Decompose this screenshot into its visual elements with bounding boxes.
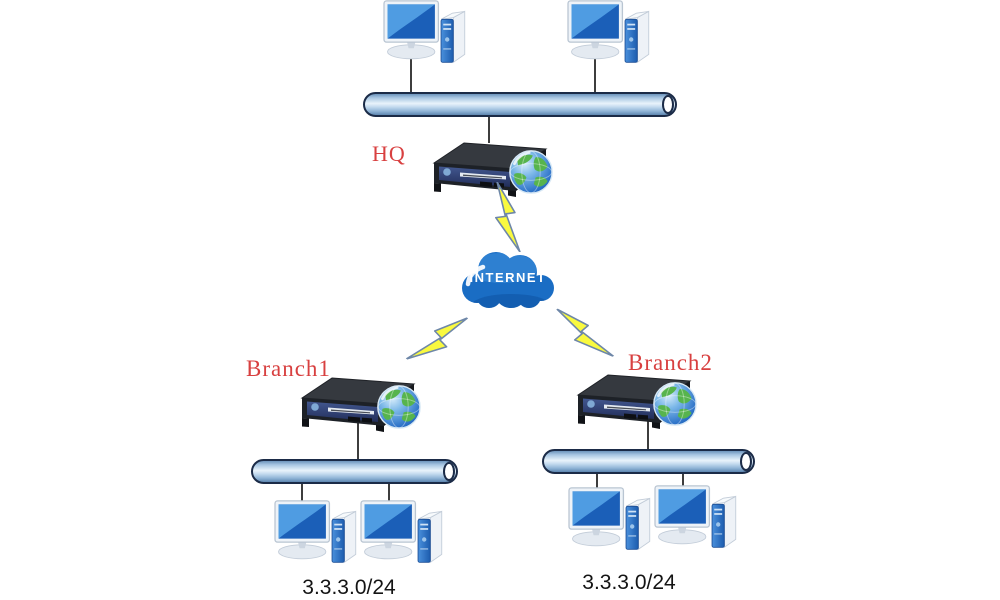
wire-branch1-bus-pc1 [301,482,303,503]
branch1-router [298,374,433,436]
hq-pc-2 [567,0,655,79]
branch1-lan-bus [251,459,458,484]
desktop-computer-icon [274,500,362,579]
branch1-subnet-label: 3.3.3.0/24 [302,576,396,599]
bus-end-cap-icon [443,462,455,481]
branch1-pc-2 [360,500,448,579]
lightning-bolt-icon [486,182,526,252]
branch2-router [574,371,709,433]
lightning-bolt-icon [402,300,477,380]
desktop-computer-icon [360,500,448,579]
wire-branch2-router-bus [647,414,649,450]
internet-cloud: INTERNET [456,246,560,312]
hq-lan-bus [363,92,677,117]
wire-branch1-bus-pc2 [388,482,390,503]
hq-label: HQ [372,141,406,166]
wire-branch2-bus-pc1 [596,471,598,493]
wan-link-branch1 [402,300,477,380]
bus-end-cap-icon [740,452,752,471]
wire-branch1-router-bus [357,420,359,460]
branch2-lan-bus [542,449,755,474]
branch2-subnet-label: 3.3.3.0/24 [582,571,676,594]
globe-icon [652,381,698,427]
wire-branch2-bus-pc2 [682,471,684,493]
branch2-pc-2 [654,485,742,564]
wire-hq-pc2-bus [594,56,596,93]
desktop-computer-icon [568,487,656,566]
hq-pc-1 [383,0,471,79]
desktop-computer-icon [654,485,742,564]
wire-hq-bus-router [488,116,490,143]
branch2-pc-1 [568,487,656,566]
desktop-computer-icon [567,0,655,79]
wan-link-hq [486,182,526,252]
wire-hq-pc1-bus [410,56,412,93]
internet-label: INTERNET [469,270,547,285]
branch2-label: Branch2 [628,350,713,375]
internet-cloud-icon [462,252,554,308]
globe-icon [376,384,422,430]
bus-end-cap-icon [662,95,674,114]
branch1-pc-1 [274,500,362,579]
branch1-label: Branch1 [246,356,331,381]
desktop-computer-icon [383,0,471,79]
